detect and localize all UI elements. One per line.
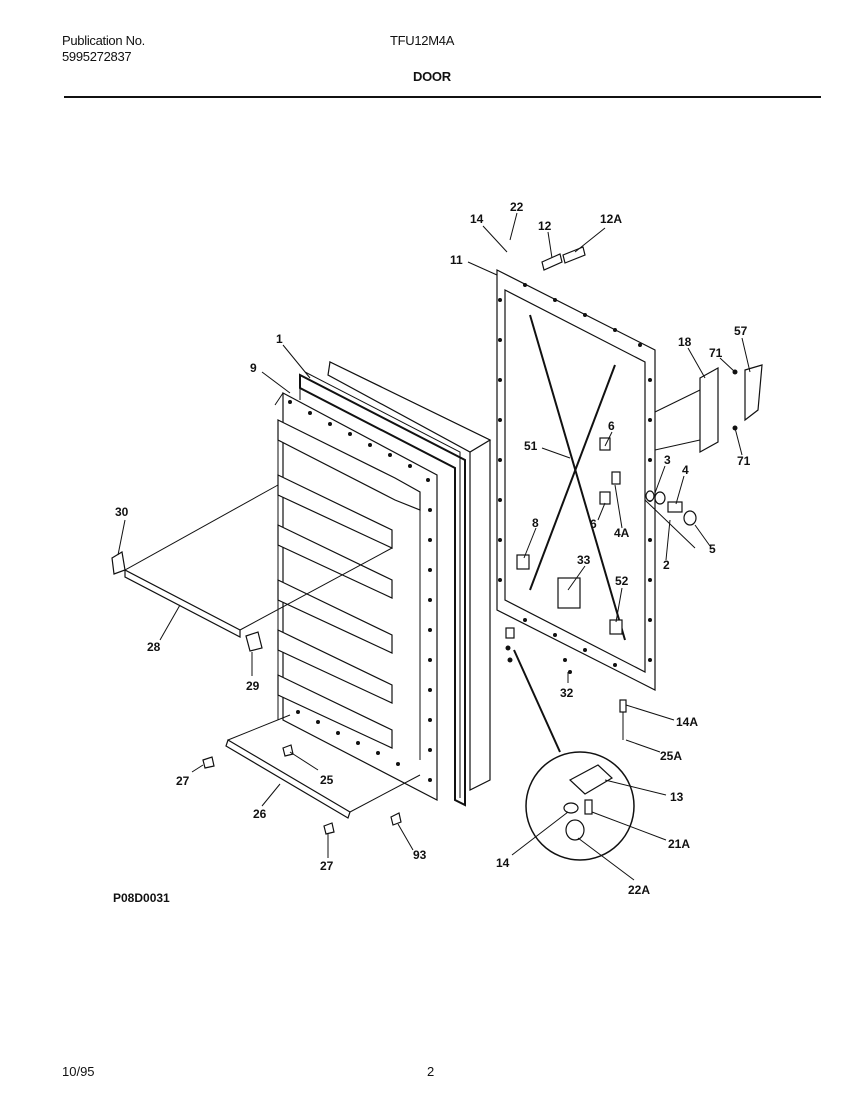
callout-5: 5 <box>709 542 716 556</box>
footer-page: 2 <box>427 1064 434 1079</box>
callout-4A: 4A <box>614 526 630 540</box>
callout-27b: 27 <box>320 859 334 873</box>
callout-25A: 25A <box>660 749 682 763</box>
callout-3: 3 <box>664 453 671 467</box>
callout-12A: 12A <box>600 212 622 226</box>
callout-12: 12 <box>538 219 552 233</box>
callout-57: 57 <box>734 324 748 338</box>
header-rule <box>64 96 821 98</box>
callout-22A: 22A <box>628 883 650 897</box>
callout-1: 1 <box>276 332 283 346</box>
callout-2: 2 <box>663 558 670 572</box>
publication-label: Publication No. <box>62 33 145 48</box>
callout-28: 28 <box>147 640 161 654</box>
callout-93: 93 <box>413 848 427 862</box>
bottom-hinge-detail <box>505 627 635 861</box>
callout-30: 30 <box>115 505 129 519</box>
callout-21A: 21A <box>668 837 690 851</box>
door-gasket <box>299 371 466 807</box>
publication-number: 5995272837 <box>62 49 132 64</box>
leader-lines <box>117 212 751 881</box>
callout-51: 51 <box>524 439 538 453</box>
callout-14a: 14 <box>470 212 484 226</box>
callout-labels: 1 9 30 28 29 27 25 26 27 93 11 14 22 12 … <box>115 200 751 897</box>
footer-date: 10/95 <box>62 1064 95 1079</box>
callout-32: 32 <box>560 686 574 700</box>
callout-11: 11 <box>450 253 463 267</box>
callout-6a: 6 <box>608 419 615 433</box>
callout-13: 13 <box>670 790 684 804</box>
model-number: TFU12M4A <box>390 33 455 48</box>
callout-6b: 6 <box>590 517 597 531</box>
callout-71b: 71 <box>737 454 751 468</box>
callout-9: 9 <box>250 361 257 375</box>
shelf-retainer-bar <box>111 484 393 652</box>
callout-18: 18 <box>678 335 692 349</box>
callout-33: 33 <box>577 553 591 567</box>
section-title: DOOR <box>413 69 451 84</box>
callout-4: 4 <box>682 463 689 477</box>
callout-52: 52 <box>615 574 629 588</box>
callout-14A: 14A <box>676 715 698 729</box>
door-handle-assembly <box>654 364 763 454</box>
callout-29: 29 <box>246 679 260 693</box>
callout-27a: 27 <box>176 774 190 788</box>
drawing-code: P08D0031 <box>113 891 170 905</box>
inner-door-liner <box>274 392 438 801</box>
callout-71a: 71 <box>709 346 723 360</box>
callout-22: 22 <box>510 200 524 214</box>
callout-26: 26 <box>253 807 267 821</box>
callout-25: 25 <box>320 773 334 787</box>
callout-14b: 14 <box>496 856 510 870</box>
callout-8: 8 <box>532 516 539 530</box>
outer-door-panel <box>327 361 492 791</box>
door-frame <box>496 246 656 691</box>
